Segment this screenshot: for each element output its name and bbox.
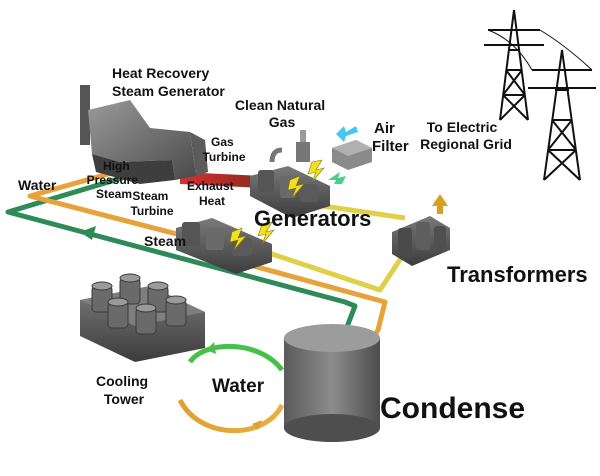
natural-gas-label: Clean Natural Gas [235,97,329,130]
steam-turbine-generator [176,218,272,274]
air-intake-arrow-icon [336,126,358,142]
condense-label: Condense [380,392,525,425]
water-label: Water [18,177,57,193]
lightning-icon [229,159,325,251]
steam-label: Steam [144,233,186,249]
hrsg-label: Heat Recovery Steam Generator [112,65,225,99]
air-filter-box [332,140,372,170]
gas-turbine-label: Gas Turbine [202,135,245,164]
transformers-unit [392,216,450,266]
heat-recovery-steam-generator [80,85,208,184]
gas-turbine-generator [250,166,330,218]
generators-label: Generators [254,206,371,231]
cooling-tower [80,273,205,362]
high-pressure-steam-pipe [27,169,201,243]
regional-grid-label: To Electric Regional Grid [420,119,512,152]
water-arrow-icon [80,226,96,240]
exhaust-heat-label: Exhaust Heat [187,179,237,208]
transformers-label: Transformers [447,262,588,287]
loop-return-arrow-icon [252,420,262,430]
air-filter-label: Air Filter [372,120,409,155]
cooling-loop-top [187,343,285,372]
condenser-tank [284,324,380,442]
transmission-tower-icon [484,9,596,181]
power-out-arrow-icon [432,194,448,214]
cooling-tower-label: Cooling Tower [96,373,152,407]
high-pressure-steam-label: High Pressure Steam [87,159,142,201]
water-loop-label: Water [212,376,265,397]
exhaust-heat-pipe [180,172,262,188]
steam-turbine-label: Steam Turbine [130,189,173,218]
loop-arrow-icon [206,342,216,354]
cooling-loop-bottom [177,398,285,434]
water-pipe [5,165,358,346]
air-flow-arrow-icon [328,172,346,184]
gas-valve [269,130,310,163]
